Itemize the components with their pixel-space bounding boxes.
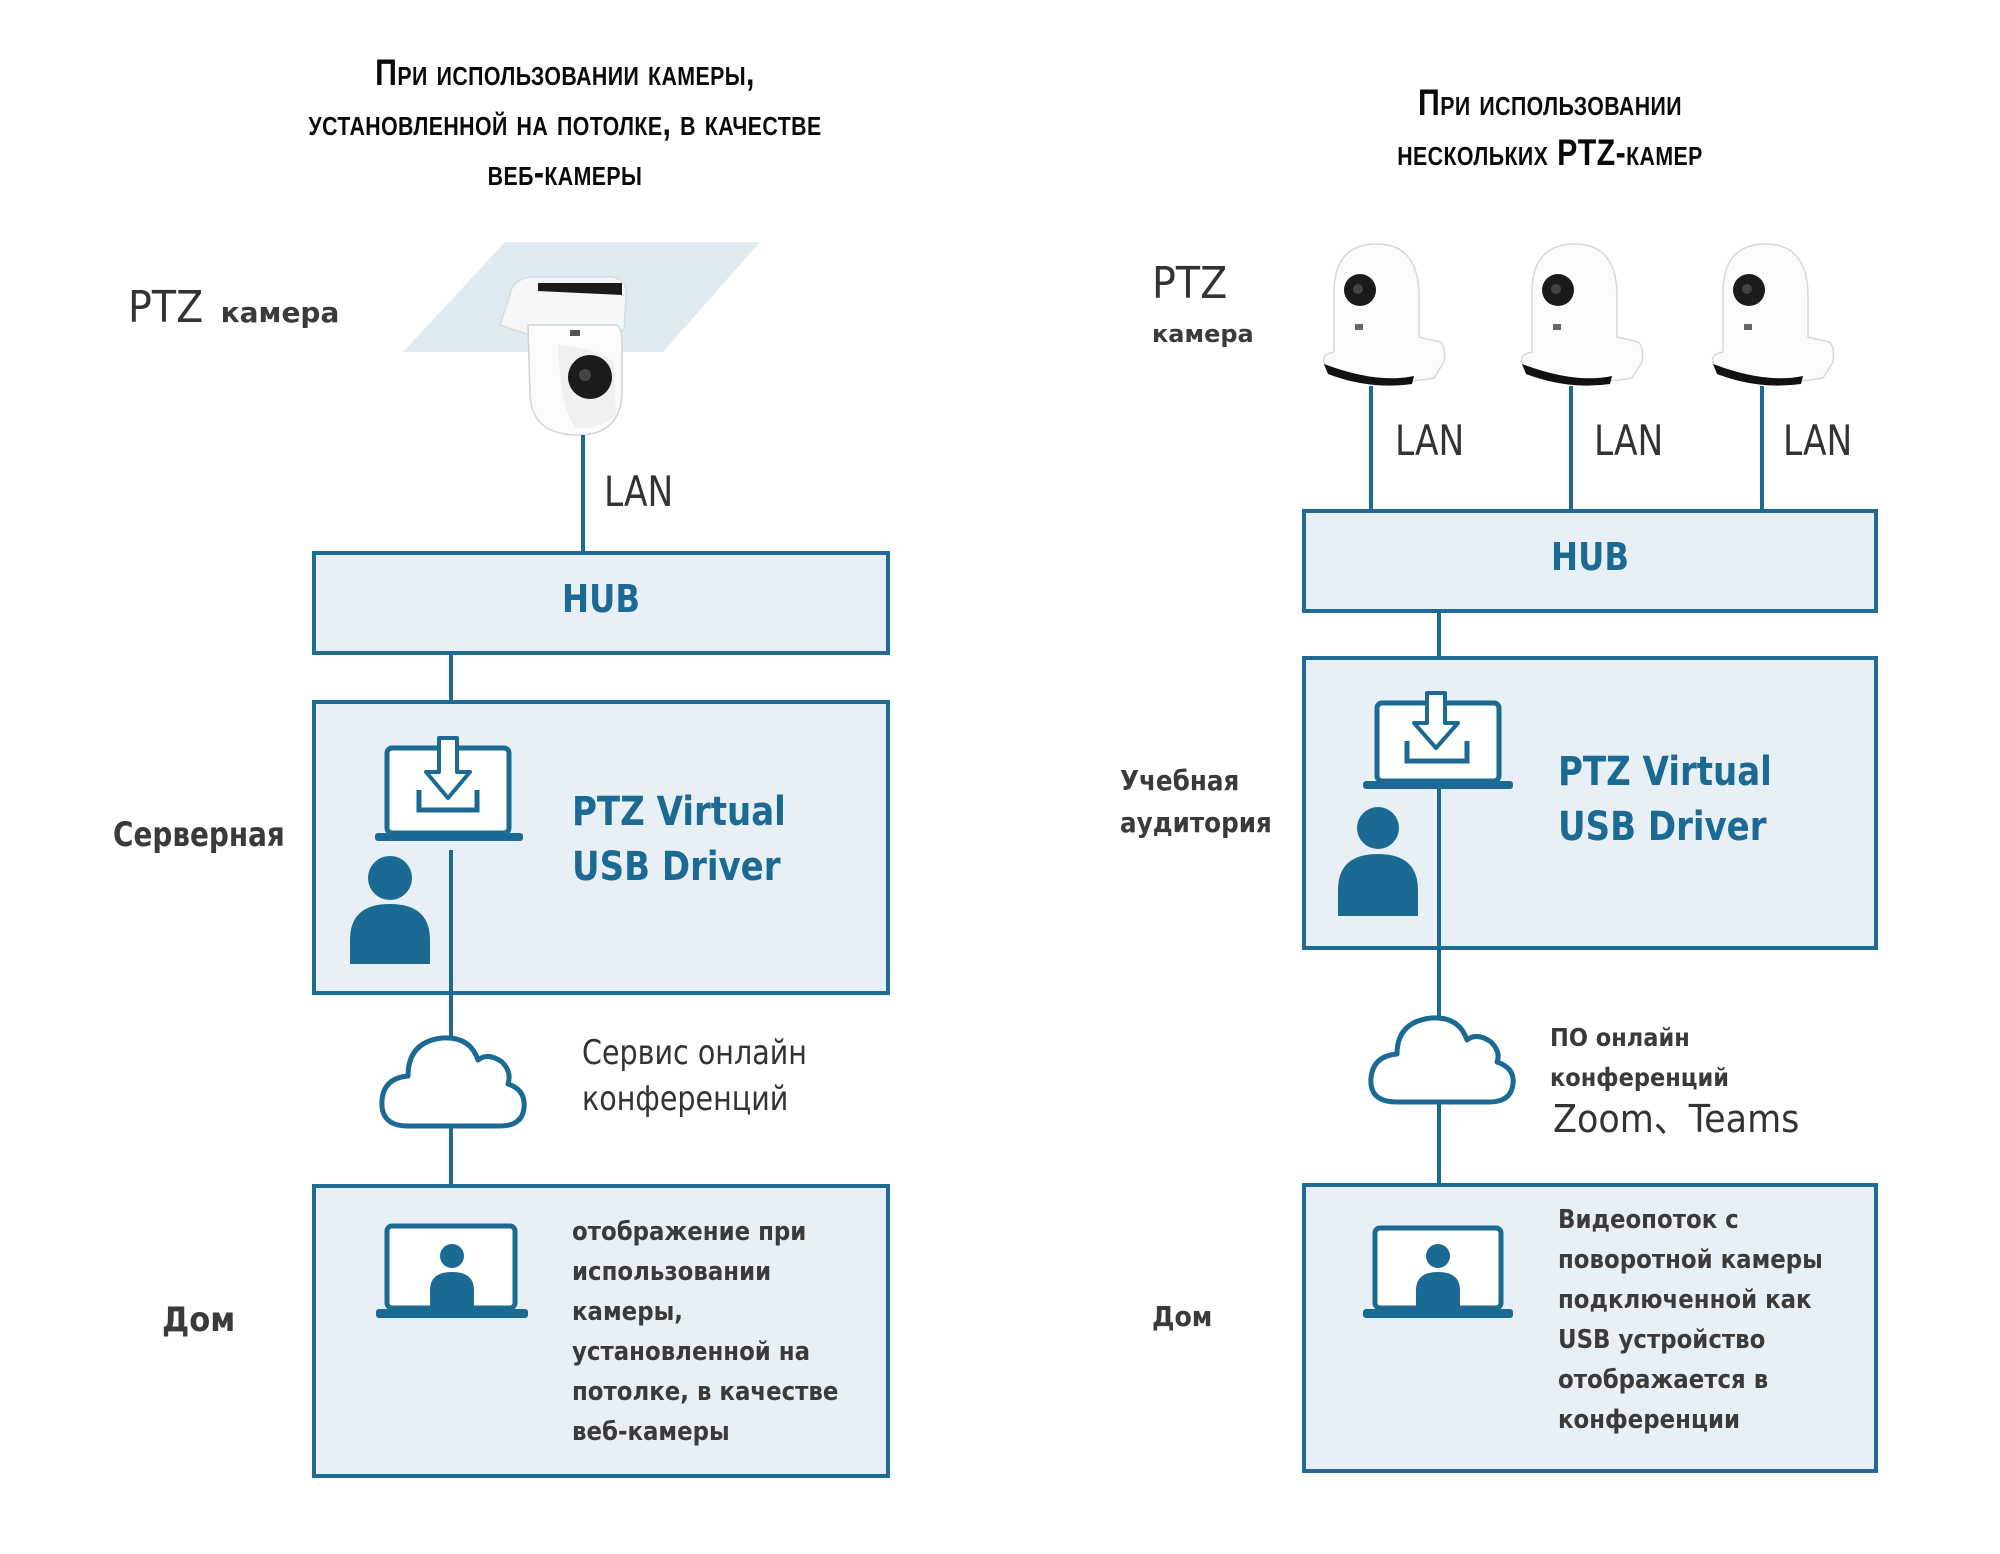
- camera-label-kamera: камера: [1152, 320, 1254, 348]
- left-title-line: установленной на потолке, в качестве: [308, 102, 822, 143]
- right-title: При использовании нескольких PTZ-камер: [1304, 78, 1796, 178]
- driver-line: PTZ Virtual: [572, 789, 786, 835]
- left-home-laptop-icon: [376, 1223, 528, 1318]
- left-lan-label: LAN: [604, 467, 674, 516]
- home-text-line: отображается в: [1558, 1365, 1769, 1395]
- driver-line: USB Driver: [572, 844, 781, 890]
- ceiling-ptz-camera-icon: [403, 242, 760, 436]
- download-arrow: [1412, 691, 1460, 750]
- home-text-line: подключенной как: [1558, 1285, 1812, 1315]
- left-driver-label: PTZ Virtual USB Driver: [572, 785, 786, 895]
- cloud-label-line: Сервис онлайн: [582, 1033, 807, 1073]
- right-lan-label-3: LAN: [1783, 416, 1853, 465]
- left-title-line: При использовании камеры,: [375, 52, 755, 93]
- cloud-label-line: ПО онлайн: [1550, 1023, 1690, 1052]
- right-cloud-icon: [1368, 1015, 1516, 1105]
- left-cloud-icon: [379, 1035, 527, 1129]
- cloud-label-line: конференций: [1550, 1063, 1729, 1092]
- left-home-label: Дом: [162, 1300, 236, 1340]
- left-hub-box: HUB: [312, 551, 890, 655]
- classroom-label: Учебная аудитория: [1120, 760, 1272, 844]
- camera-label-kamera: камера: [220, 296, 340, 329]
- right-lan-line-2: [1569, 386, 1573, 512]
- home-text-line: потолке, в качестве: [572, 1377, 839, 1407]
- right-line-classroom-home: [1437, 786, 1441, 1186]
- home-text-line: веб-камеры: [572, 1417, 730, 1447]
- classroom-label-line: аудитория: [1120, 806, 1272, 839]
- laptop-download-icon: [375, 736, 523, 841]
- right-lan-label-2: LAN: [1594, 416, 1664, 465]
- left-camera-label: PTZ камера: [128, 282, 339, 333]
- right-hub-box: HUB: [1302, 509, 1878, 613]
- right-title-line: нескольких PTZ-камер: [1397, 132, 1703, 173]
- right-lan-line-1: [1369, 386, 1373, 512]
- cloud-label-line: конференций: [582, 1079, 789, 1119]
- home-text-line: USB устройство: [1558, 1325, 1766, 1355]
- desk-ptz-camera-icon: [1711, 243, 1835, 386]
- left-title-line: веб-камеры: [487, 152, 643, 193]
- classroom-label-line: Учебная: [1120, 764, 1240, 797]
- laptop-download-icon: [1363, 691, 1513, 789]
- right-lan-line-3: [1760, 386, 1764, 512]
- camera-label-ptz: PTZ: [1152, 258, 1228, 309]
- home-text-line: Видеопоток с: [1558, 1205, 1739, 1235]
- left-lan-line-camera-hub: [581, 435, 585, 553]
- right-home-laptop-icon: [1363, 1225, 1513, 1318]
- download-arrow: [424, 736, 472, 800]
- left-line-server-home: [449, 850, 453, 1188]
- right-hub-label: HUB: [1551, 535, 1629, 579]
- left-cloud-label: Сервис онлайн конференций: [582, 1030, 807, 1122]
- desk-ptz-camera-icon: [1322, 243, 1446, 386]
- right-cloud-label: ПО онлайн конференций: [1550, 1018, 1729, 1098]
- left-home-description: отображение при использовании камеры, ус…: [572, 1212, 838, 1452]
- desk-ptz-camera-icon: [1520, 243, 1644, 386]
- home-text-line: использовании: [572, 1257, 772, 1287]
- server-room-label: Серверная: [113, 815, 285, 855]
- home-text-line: поворотной камеры: [1558, 1245, 1823, 1275]
- right-driver-label: PTZ Virtual USB Driver: [1558, 745, 1772, 855]
- home-text-line: конференции: [1558, 1405, 1741, 1435]
- home-text-line: камеры,: [572, 1297, 683, 1327]
- driver-line: PTZ Virtual: [1558, 749, 1772, 795]
- driver-line: USB Driver: [1558, 804, 1767, 850]
- right-home-label: Дом: [1152, 1300, 1213, 1333]
- right-title-line: При использовании: [1417, 82, 1683, 123]
- right-lan-label-1: LAN: [1395, 416, 1465, 465]
- right-cloud-apps: Zoom、Teams: [1553, 1097, 1800, 1141]
- right-line-hub-classroom: [1437, 613, 1441, 659]
- camera-label-ptz: PTZ: [128, 282, 204, 333]
- operator-person-icon: [1338, 807, 1418, 916]
- left-hub-label: HUB: [562, 577, 640, 621]
- right-camera-label: PTZ камера: [1152, 258, 1254, 348]
- left-line-hub-server: [449, 655, 453, 705]
- left-title: При использовании камеры, установленной …: [237, 48, 893, 198]
- home-text-line: установленной на: [572, 1337, 811, 1367]
- home-text-line: отображение при: [572, 1217, 807, 1247]
- operator-person-icon: [350, 856, 430, 964]
- right-home-description: Видеопоток с поворотной камеры подключен…: [1558, 1200, 1823, 1440]
